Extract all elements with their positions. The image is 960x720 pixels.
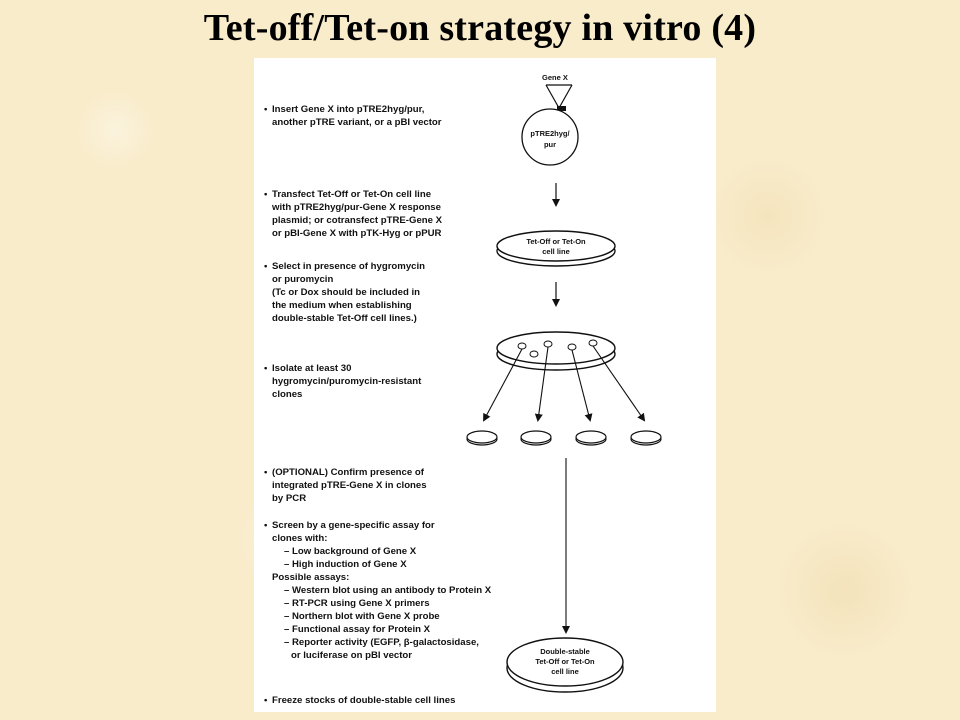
- gene-insert-wedge: [545, 84, 573, 110]
- step-line: Screen by a gene-specific assay for: [264, 519, 514, 532]
- criteria-item: – Low background of Gene X: [284, 546, 417, 557]
- clone-dish: [466, 430, 498, 444]
- petri-dish-double-stable: [506, 637, 624, 687]
- step-line: (OPTIONAL) Confirm presence of: [264, 466, 514, 479]
- step-line: Select in presence of hygromycin: [264, 260, 514, 273]
- arrow-to-clone: [592, 345, 646, 422]
- dish-label: Tet-Off or Tet-On: [535, 657, 595, 666]
- assays-header: Possible assays:: [272, 572, 350, 583]
- dish-label: cell line: [551, 667, 579, 676]
- gene-x-label: Gene X: [542, 73, 568, 82]
- step-transfect: Transfect Tet-Off or Tet-On cell line wi…: [264, 188, 514, 240]
- step-line: plasmid; or cotransfect pTRE-Gene X: [272, 215, 443, 226]
- arrow-to-clone: [571, 349, 593, 422]
- step-line: (Tc or Dox should be included in: [272, 287, 420, 298]
- protocol-figure: Insert Gene X into pTRE2hyg/pur, another…: [254, 58, 716, 712]
- step-confirm-pcr: (OPTIONAL) Confirm presence of integrate…: [264, 466, 514, 505]
- colony: [543, 340, 553, 348]
- colony: [567, 343, 577, 351]
- dish-label: Double-stable: [540, 647, 590, 656]
- step-select: Select in presence of hygromycin or puro…: [264, 260, 514, 325]
- step-insert-gene: Insert Gene X into pTRE2hyg/pur, another…: [264, 103, 514, 129]
- step-line: by PCR: [272, 493, 307, 504]
- step-screen: Screen by a gene-specific assay for clon…: [264, 519, 514, 662]
- step-line: another pTRE variant, or a pBI vector: [272, 117, 442, 128]
- step-line: or puromycin: [272, 274, 334, 285]
- criteria-item: – High induction of Gene X: [284, 559, 407, 570]
- step-line: Isolate at least 30: [264, 362, 514, 375]
- clone-dish: [575, 430, 607, 444]
- dish-label: cell line: [542, 247, 570, 256]
- step-line: Freeze stocks of double-stable cell line…: [264, 694, 514, 707]
- gene-insert-segment: [557, 106, 566, 111]
- assay-item: – Functional assay for Protein X: [284, 624, 431, 635]
- plasmid-circle: [521, 108, 579, 166]
- step-line: the medium when establishing: [272, 300, 412, 311]
- step-freeze: Freeze stocks of double-stable cell line…: [264, 694, 514, 707]
- step-line: Insert Gene X into pTRE2hyg/pur,: [264, 103, 514, 116]
- arrow-to-clone: [534, 346, 549, 422]
- step-line: with pTRE2hyg/pur-Gene X response: [272, 202, 441, 213]
- step-line: double-stable Tet-Off cell lines.): [272, 313, 417, 324]
- assay-item: – Western blot using an antibody to Prot…: [284, 585, 492, 596]
- step-isolate: Isolate at least 30 hygromycin/puromycin…: [264, 362, 514, 401]
- slide-title: Tet-off/Tet-on strategy in vitro (4): [203, 7, 757, 49]
- assay-item: – RT-PCR using Gene X primers: [284, 598, 430, 609]
- plasmid-label: pur: [544, 140, 556, 149]
- step-line: or pBI-Gene X with pTK-Hyg or pPUR: [272, 228, 442, 239]
- workflow-diagram: Gene X pTRE2hyg/ pur Tet-Off or Tet-On c…: [466, 73, 662, 693]
- assay-item-continued: or luciferase on pBI vector: [291, 650, 413, 661]
- step-line: clones: [272, 389, 303, 400]
- assay-item: – Northern blot with Gene X probe: [284, 611, 440, 622]
- colony: [529, 350, 539, 358]
- colony: [517, 342, 527, 350]
- assay-item: – Reporter activity (EGFP, β-galactosida…: [284, 637, 479, 648]
- petri-dish-cell-line: [496, 230, 616, 262]
- step-line: integrated pTRE-Gene X in clones: [272, 480, 427, 491]
- step-line: clones with:: [272, 533, 328, 544]
- clone-dish: [520, 430, 552, 444]
- plasmid-label: pTRE2hyg/: [530, 129, 570, 138]
- dish-label: Tet-Off or Tet-On: [526, 237, 586, 246]
- step-line: Transfect Tet-Off or Tet-On cell line: [264, 188, 514, 201]
- petri-dish-selection: [496, 331, 616, 365]
- arrow-to-clone: [483, 348, 523, 422]
- colony: [588, 339, 598, 347]
- clone-dish: [630, 430, 662, 444]
- step-line: hygromycin/puromycin-resistant: [272, 376, 422, 387]
